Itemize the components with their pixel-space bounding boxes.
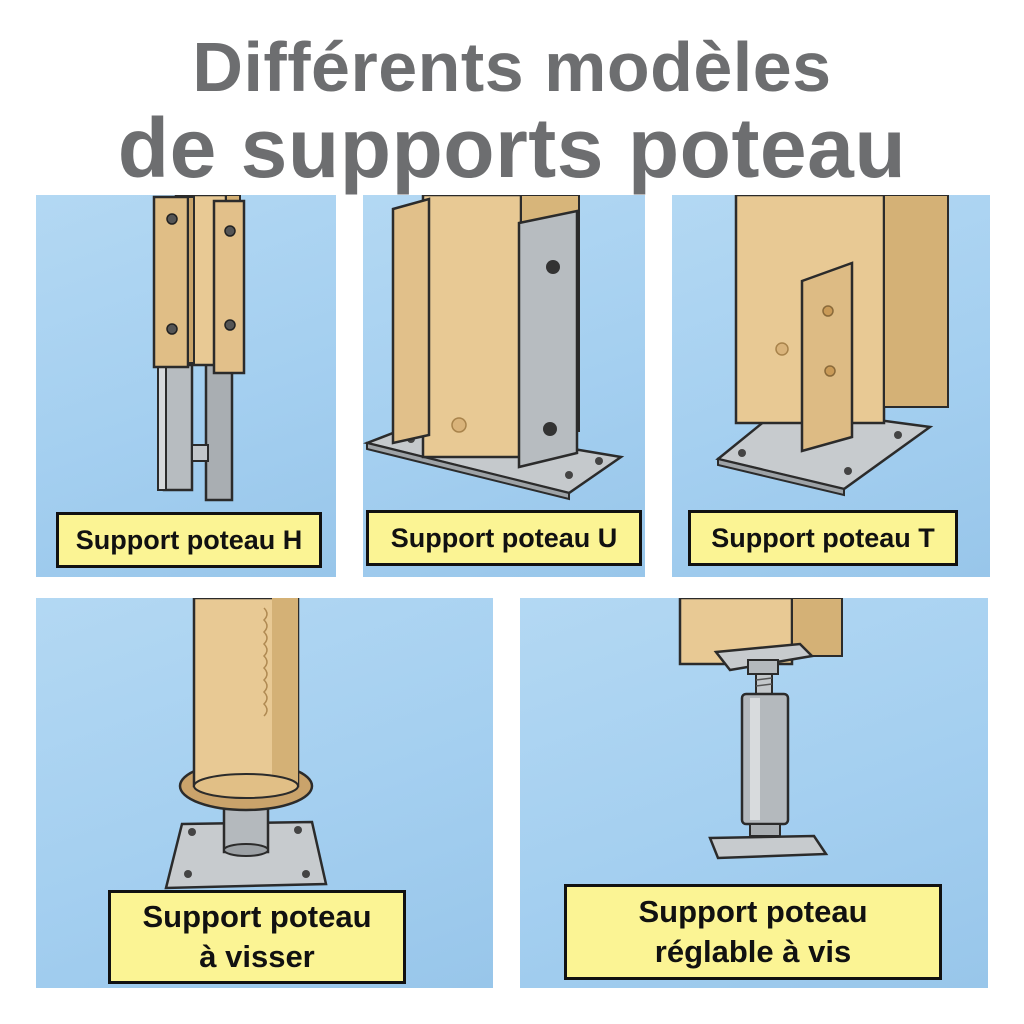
panel-support-u: Support poteau U [363,195,645,577]
title-line-2: de supports poteau [117,101,907,195]
label-support-visser: Support poteau à visser [108,890,406,984]
page-title: Différents modèles de supports poteau [0,28,1024,190]
label-text: Support poteau H [75,525,303,555]
label-support-reglable: Support poteau réglable à vis [564,884,942,980]
label-text: Support poteau T [711,523,935,553]
support-visser-illustration [164,598,328,890]
label-support-t: Support poteau T [688,510,958,566]
label-text-line-2: réglable à vis [654,934,852,969]
support-h-illustration [152,195,246,502]
panel-support-h: Support poteau H [36,195,336,577]
title-line-1: Différents modèles [192,28,832,106]
support-reglable-illustration [678,598,843,860]
label-text-line-1: Support poteau [638,894,868,929]
label-support-u: Support poteau U [366,510,642,566]
panel-support-reglable: Support poteau réglable à vis [520,598,988,988]
panel-support-visser: Support poteau à visser [36,598,493,988]
support-t-illustration [715,195,949,497]
label-text: Support poteau U [390,523,618,553]
panel-support-t: Support poteau T [672,195,990,577]
label-support-h: Support poteau H [56,512,322,568]
label-text-line-1: Support poteau [142,899,372,934]
support-u-illustration [363,195,625,501]
label-text-line-2: à visser [199,939,315,974]
